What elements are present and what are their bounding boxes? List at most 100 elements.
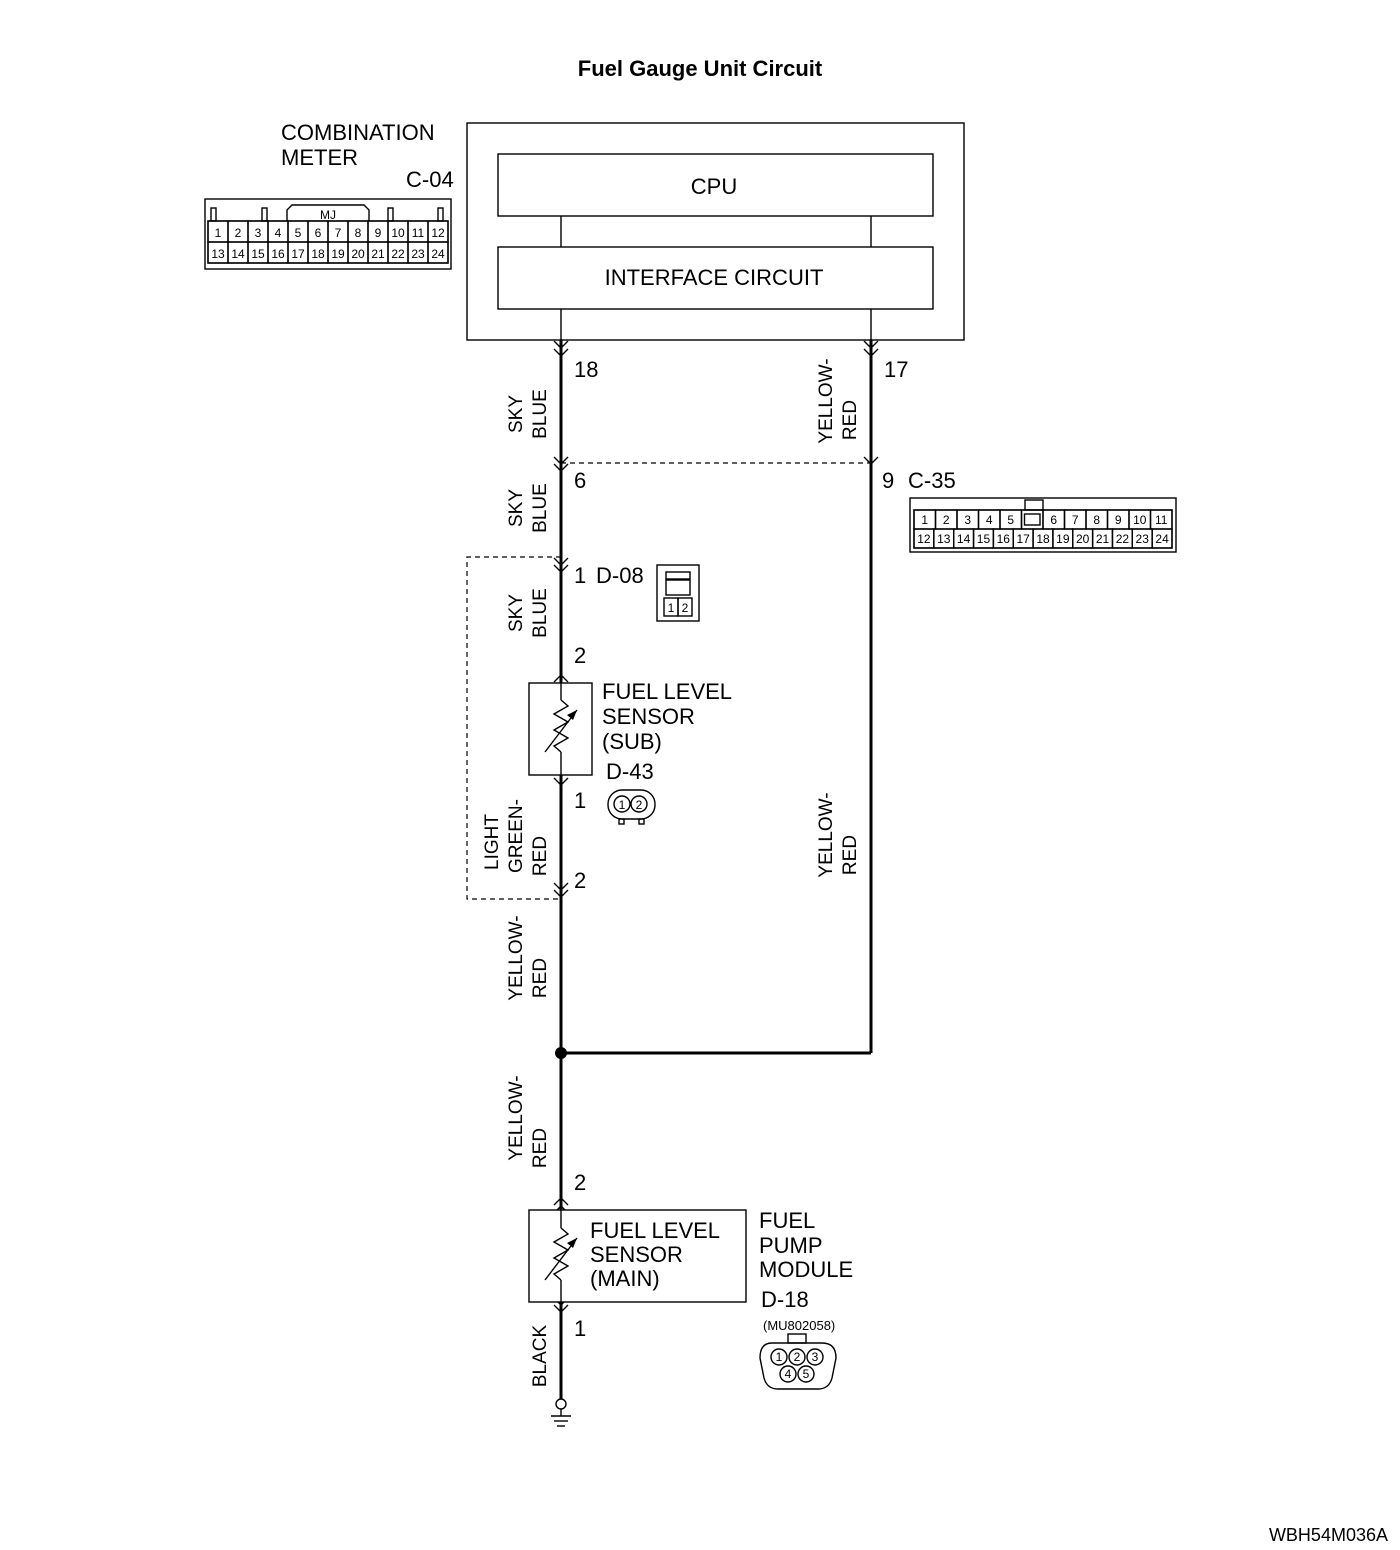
pump-module-label-line3: MODULE [759,1257,853,1282]
sub-sensor-label-line2: SENSOR [602,704,695,729]
diagram-code: WBH54M036A [1269,1525,1388,1545]
c35-pin: 24 [1155,532,1169,546]
c04-pin: 15 [251,247,265,261]
c04-key [286,204,370,221]
sub-sensor-resistor [544,683,578,775]
wire-label-red: RED [840,400,861,440]
c04-pin: 4 [275,226,282,240]
d43-connector-id: D-43 [606,759,654,784]
d08-connector: D-08 1 2 [596,563,700,622]
c35-pin: 2 [943,513,950,527]
junction-chevron-down [863,348,879,357]
c04-pin: 22 [391,247,405,261]
c04-tag: MJ [320,208,336,222]
pin-d08-1: 1 [574,563,586,588]
c35-connector-id: C-35 [908,468,956,493]
d43-pin-cell-2 [630,795,648,813]
c35-pin: 15 [977,532,991,546]
combination-meter: COMBINATION METER C-04 CPU INTERFACE CIR… [281,120,965,341]
d43-pin-1: 1 [619,798,626,812]
c35-pin: 6 [1050,513,1057,527]
c35-pin: 19 [1056,532,1070,546]
wire-label-sky-3: SKY [506,594,527,632]
fuel-level-sensor-main: FUEL LEVEL SENSOR (MAIN) [528,1209,747,1303]
d18-connector: 1 2 3 4 5 [759,1333,837,1390]
junction-chevron-down [863,340,879,349]
wire-label-red-2: RED [530,836,551,876]
d18-pin-cell-5 [797,1365,815,1383]
wire-label-blue-3: BLUE [530,588,551,638]
pin-meter-17: 17 [884,357,908,382]
wire-label-black: BLACK [530,1325,551,1388]
c04-pin: 19 [331,247,345,261]
junction-chevron-down [553,889,569,898]
c35-pin: 11 [1155,513,1168,527]
d43-pin-cell-1 [613,795,631,813]
c04-pin: 20 [351,247,365,261]
junction-chevron-down [553,456,569,465]
pin-d18-1: 1 [574,1316,586,1341]
d08-pin-1: 1 [668,601,675,615]
main-sensor-box [528,1209,747,1303]
pin-c35-6: 6 [574,468,586,493]
ground-icon [551,1398,571,1427]
c04-latch-2 [261,207,268,222]
sub-sensor-label-line1: FUEL LEVEL [602,679,732,704]
c04-pin: 24 [431,247,445,261]
c35-pin: 18 [1036,532,1050,546]
c35-pin: 1 [921,513,928,527]
c04-latch-3 [387,207,394,222]
d08-key [665,579,691,596]
d08-pin-2: 2 [682,601,689,615]
d08-latch [665,571,691,580]
c35-pin: 13 [937,532,951,546]
junction-chevron-down [553,557,569,566]
c35-pin: 10 [1133,513,1147,527]
splice-junction [555,1047,567,1059]
junction-chevron-up [553,674,569,683]
d08-connector-outline [656,564,700,622]
diagram-title: Fuel Gauge Unit Circuit [578,56,823,81]
wire-label-red-3: RED [530,958,551,998]
pin-d08-2: 2 [574,643,586,668]
c04-latch-1 [210,207,217,222]
wire-label-sky-2: SKY [506,489,527,527]
c04-pin: 10 [391,226,405,240]
d43-connector: 1 2 [607,789,656,825]
wire-color-labels: SKY BLUE YELLOW- RED SKY BLUE SKY BLUE L… [482,358,861,1387]
wire-label-sky: SKY [506,395,527,433]
sub-sensor-dashed-boundary [466,556,561,900]
c04-pin: 16 [271,247,285,261]
c35-pin: 7 [1072,513,1079,527]
d43-connector-outline [607,789,656,820]
pin-d43-1: 1 [574,788,586,813]
d43-pin-2: 2 [636,798,643,812]
junction-chevron-down [553,1304,569,1313]
c35-pin: 8 [1093,513,1100,527]
junction-chevron-up [553,1197,569,1206]
d18-pin-3: 3 [812,1350,819,1364]
c04-pin: 7 [335,226,342,240]
d18-pin-5: 5 [803,1367,810,1381]
meter-outline [466,122,965,341]
c04-pin: 13 [211,247,225,261]
c04-pin: 21 [371,247,385,261]
c35-pin: 4 [986,513,993,527]
c04-pin: 18 [311,247,325,261]
c35-pin: 14 [957,532,971,546]
wire-label-yellow-4: YELLOW- [506,1075,527,1160]
c35-pin: 16 [997,532,1011,546]
pin-c35-9: 9 [882,468,894,493]
junction-chevron-down [553,564,569,573]
c04-pin: 3 [255,226,262,240]
cpu-block [497,153,934,217]
c04-connector-outline [204,198,452,270]
c04-pin: 9 [375,226,382,240]
c04-pin: 12 [431,226,445,240]
c04-pin: 6 [315,226,322,240]
